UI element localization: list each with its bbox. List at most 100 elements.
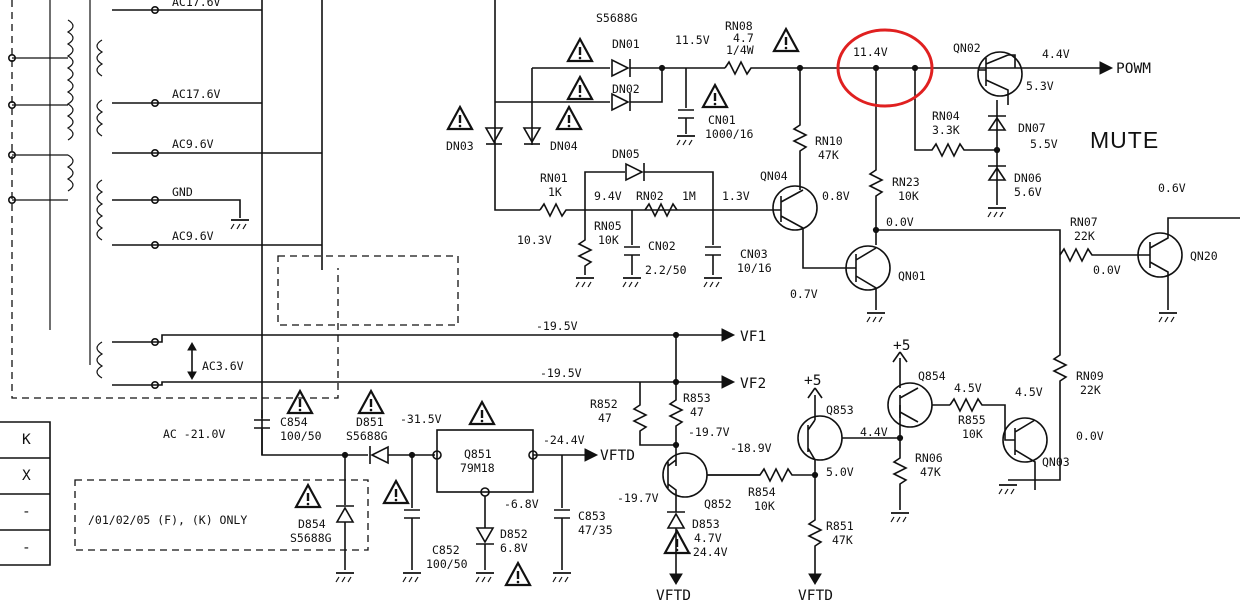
label-rn09-val: 22K [1080, 383, 1101, 397]
label-cn02-val: 2.2/50 [645, 263, 687, 277]
labels: AC17.6V AC17.6V AC9.6V GND AC9.6V AC3.6V… [22, 0, 1218, 604]
label-dn06: DN06 [1014, 171, 1042, 185]
label-rn05-val: 10K [598, 233, 619, 247]
label-cn03-val: 10/16 [737, 261, 772, 275]
label-rn04: RN04 [932, 109, 960, 123]
label-rn02: RN02 [636, 189, 664, 203]
mute-circuit [484, 0, 1240, 481]
label-v5-5: 5.5V [1030, 137, 1058, 151]
label-vftd-bot2: VFTD [798, 588, 833, 604]
label-ac3-6: AC3.6V [202, 359, 244, 373]
label-v0-6: 0.6V [1158, 181, 1186, 195]
label-r855-val: 10K [962, 427, 983, 441]
label-v1-3: 1.3V [722, 189, 750, 203]
label-rn01-val: 1K [548, 185, 562, 199]
label-rn07-val: 22K [1074, 229, 1095, 243]
label-v18-9: -18.9V [730, 441, 772, 455]
label-d851-part: S5688G [346, 429, 388, 443]
region-dash1: - [22, 504, 31, 520]
label-r854-val: 10K [754, 499, 775, 513]
label-rn08-pwr: 1/4W [726, 43, 754, 57]
region-x: X [22, 468, 31, 484]
label-qn02: QN02 [953, 41, 981, 55]
label-v9-4: 9.4V [594, 189, 622, 203]
label-v11-5: 11.5V [675, 33, 710, 47]
label-rn04-val: 3.3K [932, 123, 960, 137]
label-qn01: QN01 [898, 269, 926, 283]
label-c853-val: 47/35 [578, 523, 613, 537]
label-v0-0-c: 0.0V [1076, 429, 1104, 443]
label-qn03: QN03 [1042, 455, 1070, 469]
label-ac9-6-b: AC9.6V [172, 229, 214, 243]
label-rn08-val: 4.7 [733, 31, 754, 45]
label-cn01-val: 1000/16 [705, 127, 754, 141]
label-rn09: RN09 [1076, 369, 1104, 383]
label-q851-part: 79M18 [460, 461, 495, 475]
label-v19-5-a: -19.5V [536, 319, 578, 333]
label-q852: Q852 [704, 497, 732, 511]
label-r852: R852 [590, 397, 618, 411]
label-r853: R853 [683, 391, 711, 405]
label-dn07: DN07 [1018, 121, 1046, 135]
label-vf2: VF2 [740, 376, 766, 392]
label-rn08: RN08 [725, 19, 753, 33]
label-dn01: DN01 [612, 37, 640, 51]
label-v4-4-b: 4.4V [860, 425, 888, 439]
label-dn06-val: 5.6V [1014, 185, 1042, 199]
label-q854: Q854 [918, 369, 946, 383]
label-vf1: VF1 [740, 329, 766, 345]
label-v19-5-b: -19.5V [540, 366, 582, 380]
label-vftd-bot1: VFTD [656, 588, 691, 604]
label-r855: R855 [958, 413, 986, 427]
label-rn23-val: 10K [898, 189, 919, 203]
label-r852-val: 47 [598, 411, 612, 425]
label-r853-val: 47 [690, 405, 704, 419]
label-d853-val: 4.7V [694, 531, 722, 545]
label-rn06-val: 47K [920, 465, 941, 479]
highlight-circle [836, 28, 934, 108]
label-note: /01/02/05 (F), (K) ONLY [88, 513, 247, 527]
label-v10-3: 10.3V [517, 233, 552, 247]
label-plus5-a: +5 [804, 373, 821, 389]
label-r854: R854 [748, 485, 776, 499]
label-v24-4: -24.4V [543, 433, 585, 447]
label-c852-val: 100/50 [426, 557, 468, 571]
transformer [8, 0, 730, 455]
label-v5-0: 5.0V [826, 465, 854, 479]
label-d854-part: S5688G [290, 531, 332, 545]
label-rn07: RN07 [1070, 215, 1098, 229]
label-v0-7: 0.7V [790, 287, 818, 301]
label-v4-5-b: 4.5V [1015, 385, 1043, 399]
label-powm: POWM [1116, 61, 1151, 77]
label-v0-0-a: 0.0V [886, 215, 914, 229]
label-c854-val: 100/50 [280, 429, 322, 443]
label-dn02: DN02 [612, 82, 640, 96]
region-dash2: - [22, 540, 31, 556]
label-rn10: RN10 [815, 134, 843, 148]
label-r851: R851 [826, 519, 854, 533]
label-d854: D854 [298, 517, 326, 531]
label-dn01-part: S5688G [596, 11, 638, 25]
label-rn23: RN23 [892, 175, 920, 189]
label-c853: C853 [578, 509, 606, 523]
label-ac17-6-top: AC17.6V [172, 0, 221, 9]
label-d852: D852 [500, 527, 528, 541]
label-mute: MUTE [1090, 127, 1159, 153]
label-d851: D851 [356, 415, 384, 429]
label-ac17-6: AC17.6V [172, 87, 221, 101]
label-v31-5: -31.5V [400, 412, 442, 426]
label-v4-5-a: 4.5V [954, 381, 982, 395]
label-v0-8: 0.8V [822, 189, 850, 203]
label-c854: C854 [280, 415, 308, 429]
label-v19-7-a: -19.7V [688, 425, 730, 439]
label-d852-val: 6.8V [500, 541, 528, 555]
label-r851-val: 47K [832, 533, 853, 547]
label-q853: Q853 [826, 403, 854, 417]
label-rn10-val: 47K [818, 148, 839, 162]
label-rn02-val: 1M [682, 189, 696, 203]
label-rn01: RN01 [540, 171, 568, 185]
label-plus5-b: +5 [893, 338, 910, 354]
label-q851: Q851 [464, 447, 492, 461]
label-qn04: QN04 [760, 169, 788, 183]
label-dn05: DN05 [612, 147, 640, 161]
